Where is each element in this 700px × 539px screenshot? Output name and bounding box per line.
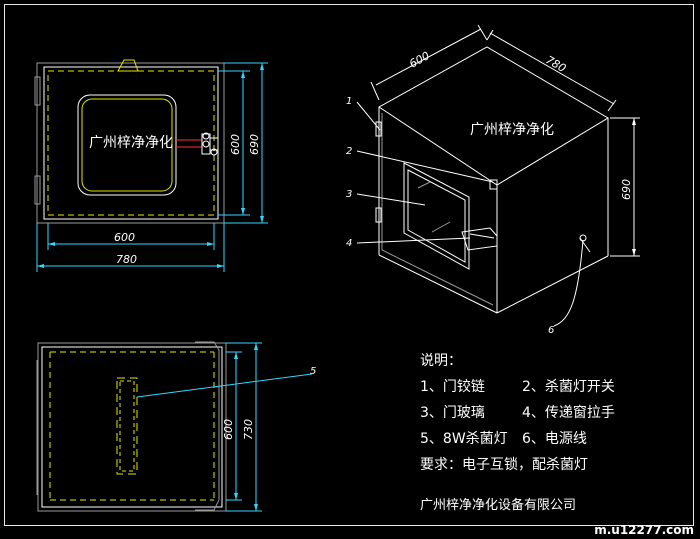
plan-view	[36, 341, 313, 512]
notes-heading: 说明：	[420, 353, 462, 369]
dim-730-plan: 730	[242, 419, 255, 440]
dim-690-iso: 690	[620, 179, 633, 200]
dim-780-iso: 780	[544, 53, 569, 75]
callout-6: 6	[548, 325, 554, 336]
watermark: m.u12277.com	[594, 523, 694, 537]
company-name: 广州梓净净化设备有限公司	[420, 498, 577, 513]
callout-1: 1	[346, 96, 352, 107]
dim-600-front-height: 600	[229, 134, 242, 155]
notes-row: 3、门玻璃 4、传递窗拉手	[420, 400, 615, 426]
dim-690-front-height: 690	[248, 134, 261, 155]
front-view	[34, 59, 225, 224]
dim-600-front: 600	[114, 231, 135, 244]
note-item: 2、杀菌灯开关	[522, 379, 615, 395]
callout-5: 5	[310, 366, 316, 377]
iso-dimensions	[370, 24, 640, 257]
drawing-frame	[4, 4, 694, 526]
requirement-text: 要求：电子互锁，配杀菌灯	[420, 457, 588, 473]
front-dim-arrows	[37, 63, 264, 268]
note-item: 4、传递窗拉手	[522, 405, 615, 421]
callout-4: 4	[346, 238, 352, 249]
callout-3: 3	[346, 189, 352, 200]
front-view-label: 广州梓净净化	[89, 135, 173, 151]
dim-600-iso: 600	[407, 49, 432, 71]
notes-block: 说明： 1、门铰链 2、杀菌灯开关 3、门玻璃 4、传递窗拉手 5、8W杀菌灯 6、电…	[420, 348, 615, 478]
note-item: 3、门玻璃	[420, 405, 485, 421]
notes-row: 1、门铰链 2、杀菌灯开关	[420, 374, 615, 400]
iso-view-label: 广州梓净净化	[470, 122, 554, 138]
note-item: 1、门铰链	[420, 379, 485, 395]
front-dimensions	[36, 62, 268, 272]
dim-780-front: 780	[116, 253, 137, 266]
note-item: 6、电源线	[522, 431, 587, 447]
note-item: 5、8W杀菌灯	[420, 431, 508, 447]
dim-600-plan: 600	[222, 419, 235, 440]
notes-row: 5、8W杀菌灯 6、电源线	[420, 426, 615, 452]
callout-2: 2	[346, 146, 352, 157]
iso-view	[356, 46, 609, 327]
